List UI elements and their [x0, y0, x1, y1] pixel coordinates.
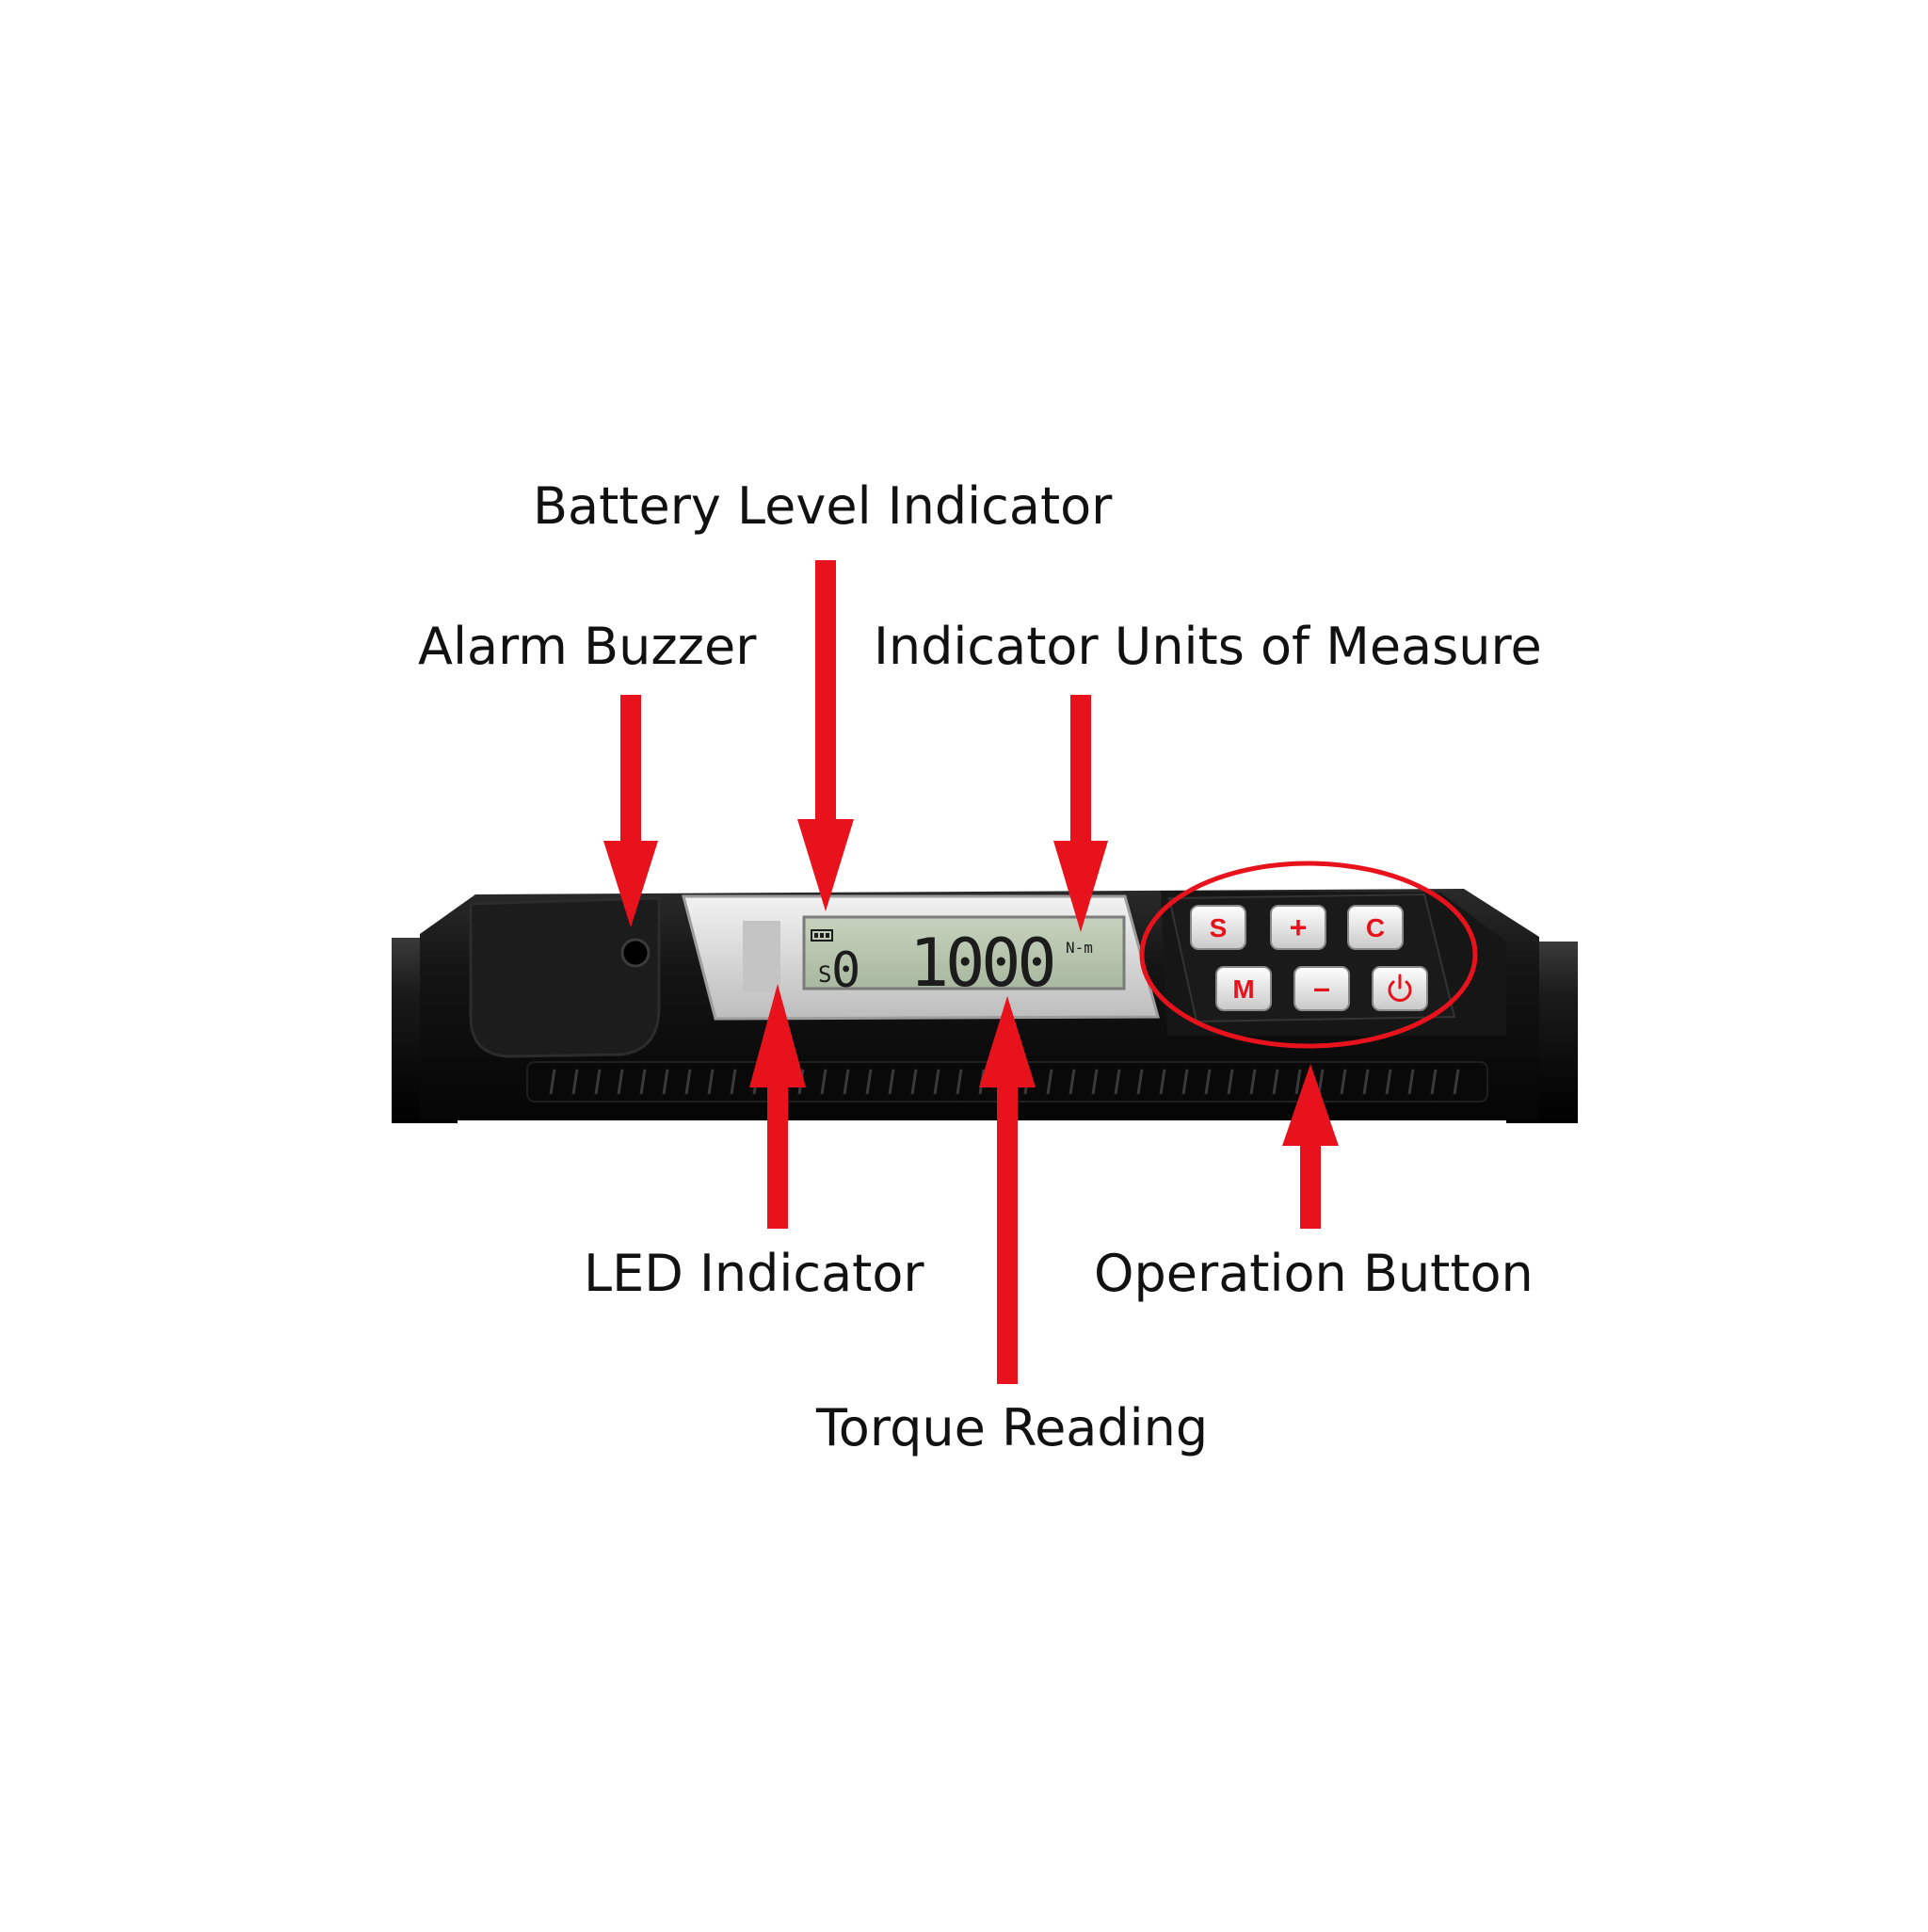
battery-level-icon: [811, 929, 833, 942]
button-s-label: S: [1210, 913, 1228, 942]
grip-ridge: [843, 1069, 850, 1095]
grip-ridge: [1091, 1069, 1099, 1095]
lcd-screen: [802, 915, 1126, 990]
grip-ridge: [910, 1069, 918, 1095]
grip-ridge: [662, 1069, 669, 1095]
button-m[interactable]: M: [1215, 966, 1272, 1011]
arrow-alarm-buzzer: [603, 695, 658, 927]
alarm-buzzer-hole: [620, 938, 651, 968]
operation-button-highlight: [1139, 861, 1478, 1049]
button-c[interactable]: C: [1347, 905, 1404, 950]
grip-ridge: [1453, 1069, 1460, 1095]
button-m-label: M: [1232, 974, 1254, 1004]
grip-ridge: [1159, 1069, 1166, 1095]
arrow-units-of-measure: [1053, 695, 1108, 932]
grip-ridge: [1407, 1069, 1415, 1095]
lcd-torque-reading: 1000: [909, 925, 1053, 1002]
button-plus[interactable]: +: [1270, 905, 1326, 950]
label-torque-reading: Torque Reading: [816, 1398, 1209, 1457]
grip-ridge: [1227, 1069, 1234, 1095]
grip-ridge: [1249, 1069, 1257, 1095]
grip-ridge: [1181, 1069, 1189, 1095]
grip-ridge: [1317, 1069, 1325, 1095]
button-plus-label: +: [1290, 910, 1308, 944]
lcd-mode-letter: S: [818, 961, 831, 988]
grip-ridge: [933, 1069, 940, 1095]
power-icon: [1388, 974, 1412, 1002]
grip-ridge: [820, 1069, 827, 1095]
grip-ridge: [1046, 1069, 1053, 1095]
grip-ridge: [617, 1069, 624, 1095]
callout-arrows: [603, 560, 1339, 1384]
lcd-module: S 0 1000 N-m: [682, 894, 1160, 1021]
grip-ridge: [1430, 1069, 1438, 1095]
grip-ridge: [549, 1069, 556, 1095]
arrow-battery-level: [797, 560, 854, 911]
arrow-operation-button: [1282, 1064, 1339, 1229]
label-battery-level-indicator: Battery Level Indicator: [533, 476, 1113, 536]
grip-ridge: [1340, 1069, 1347, 1095]
grip-ridge: [1294, 1069, 1302, 1095]
arrow-led-indicator: [749, 984, 806, 1229]
grip-ridge: [888, 1069, 895, 1095]
grip-ridge: [1385, 1069, 1392, 1095]
lcd-unit: N-m: [1066, 939, 1093, 957]
grip-ridge: [956, 1069, 963, 1095]
label-alarm-buzzer: Alarm Buzzer: [418, 617, 757, 676]
label-led-indicator: LED Indicator: [584, 1244, 924, 1303]
button-c-label: C: [1366, 913, 1385, 942]
grip-ridge: [865, 1069, 873, 1095]
label-indicator-units-of-measure: Indicator Units of Measure: [874, 617, 1542, 676]
button-minus[interactable]: –: [1293, 966, 1350, 1011]
grip-ridge: [1362, 1069, 1370, 1095]
led-indicator: [743, 921, 780, 992]
grip-ridge: [1136, 1069, 1144, 1095]
grip-ridge: [1204, 1069, 1212, 1095]
grip-ridge: [594, 1069, 602, 1095]
grip-ridge: [730, 1069, 737, 1095]
grip-ridge: [1272, 1069, 1279, 1095]
arrow-torque-reading: [979, 996, 1036, 1384]
grip-ridge: [639, 1069, 647, 1095]
button-minus-label: –: [1313, 971, 1330, 1005]
button-power[interactable]: [1372, 966, 1428, 1011]
lcd-mode-digit: 0: [831, 942, 860, 999]
grip-ridge: [707, 1069, 715, 1095]
grip-ridge: [1114, 1069, 1121, 1095]
keypad: S + C M –: [1167, 893, 1456, 1023]
button-s[interactable]: S: [1190, 905, 1246, 950]
grip-ridge: [684, 1069, 692, 1095]
grip-ridge: [1068, 1069, 1076, 1095]
label-operation-button: Operation Button: [1094, 1244, 1534, 1303]
grip-ridge: [571, 1069, 579, 1095]
